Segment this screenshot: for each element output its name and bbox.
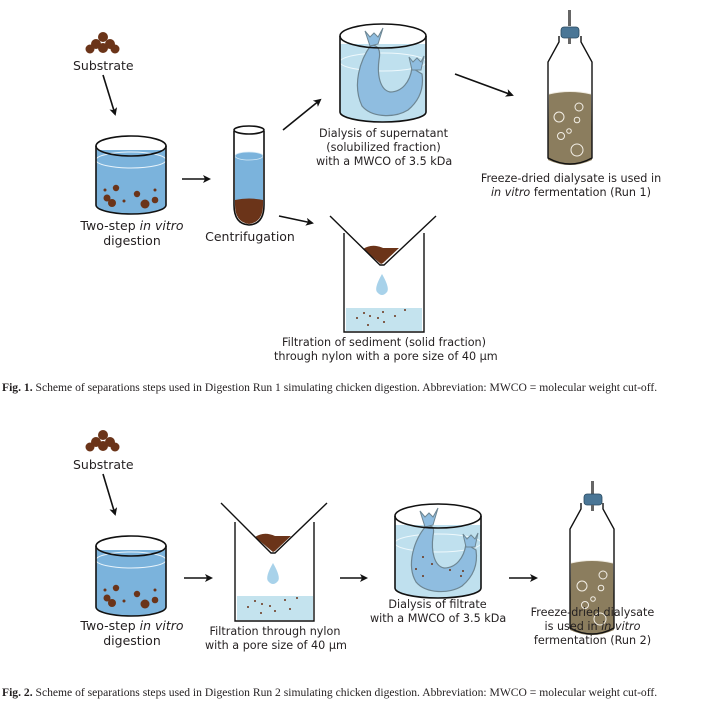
caption-1-label: Fig. 1. [2,381,33,394]
label-digestion-text: Two-step [80,618,140,633]
label-freeze-rest: fermentation (Run 1) [530,186,652,199]
label-digestion-line2: digestion [103,633,161,648]
caption-1-text: Scheme of separations steps used in Dige… [32,381,658,394]
label-digestion-italic: in vitro [139,218,184,233]
label-freeze-italic: in vitro [490,186,531,199]
label-centrifugation: Centrifugation [205,229,295,244]
label-filtration-line1: Filtration through nylon [209,625,341,638]
label-dialysis-line1: Dialysis of filtrate [388,598,487,611]
label-digestion: Two-step in vitro digestion [72,218,192,248]
label-freeze-line2: in vitro fermentation (Run 1) [476,186,666,200]
label-freeze-italic: in vitro [601,620,641,633]
label-substrate: Substrate [73,58,134,73]
arrow-to-filtration [278,215,314,226]
label-dialysis-line3: with a MWCO of 3.5 kDa [316,155,453,168]
caption-2-label: Fig. 2. [2,686,33,699]
label-freeze-line1: Freeze-dried dialysate is used in [480,172,662,185]
arrow-dialysis-to-fermentation [454,73,514,97]
substrate-pile-icon [85,430,120,452]
label-filtration-line1: Filtration of sediment (solid fraction) [282,336,486,349]
water-drop-icon [267,563,279,584]
substrate-pile-icon [85,32,120,54]
fermentation-bottle-icon [547,10,593,165]
label-substrate: Substrate [73,457,134,472]
filtration-setup-icon [329,215,437,333]
label-freeze-dried: Freeze-dried dialysate is used in in vit… [525,606,660,648]
label-dialysis: Dialysis of filtrate with a MWCO of 3.5 … [370,598,507,626]
caption-2-text: Scheme of separations steps used in Dige… [32,686,658,699]
centrifuge-tube-icon [233,125,265,226]
label-dialysis-line2: with a MWCO of 3.5 kDa [370,612,507,625]
label-freeze-line2: is used in in vitro [525,620,660,634]
dialysis-bag-icon [410,507,479,593]
label-dialysis-line2: (solubilized fraction) [326,141,441,154]
arrow-substrate-to-digestion [102,473,118,516]
label-digestion: Two-step in vitro digestion [72,618,192,648]
fermentation-bottle-icon [569,481,615,635]
digestion-beaker-icon [95,535,167,617]
figure-1-diagram [85,10,593,333]
label-digestion-line2: digestion [103,233,161,248]
label-freeze-pre: is used in [544,620,602,633]
dialysis-beaker-icon [394,503,482,599]
label-dialysis: Dialysis of supernatant (solubilized fra… [316,127,453,169]
water-drop-icon [376,274,388,295]
filtration-setup-icon [220,502,328,622]
label-freeze-line3: fermentation (Run 2) [533,634,652,647]
label-filtration: Filtration through nylon with a pore siz… [205,625,347,653]
figure-1-caption: Fig. 1. Scheme of separations steps used… [2,381,657,394]
label-freeze-line1: Freeze-dried dialysate [530,606,655,619]
digestion-beaker-icon [95,135,167,215]
figure-1: Substrate Two-step in vitro digestion Ce… [72,10,666,364]
figure-2-caption: Fig. 2. Scheme of separations steps used… [2,686,657,699]
label-freeze-dried: Freeze-dried dialysate is used in in vit… [476,172,666,200]
label-filtration-line2: through nylon with a pore size of 40 μm [274,350,498,363]
figure-2-diagram [85,430,615,635]
label-filtration: Filtration of sediment (solid fraction) … [274,336,498,364]
label-filtration-line2: with a pore size of 40 μm [205,639,347,652]
label-digestion-text: Two-step [80,218,140,233]
figure-2: Substrate Two-step in vitro digestion Fi… [0,410,716,672]
dialysis-beaker-icon [339,23,427,123]
arrow-to-dialysis [282,98,322,131]
dialysis-bag-icon [356,27,425,117]
arrow-substrate-to-digestion [102,74,118,116]
label-dialysis-line1: Dialysis of supernatant [319,127,448,140]
label-digestion-italic: in vitro [139,618,184,633]
